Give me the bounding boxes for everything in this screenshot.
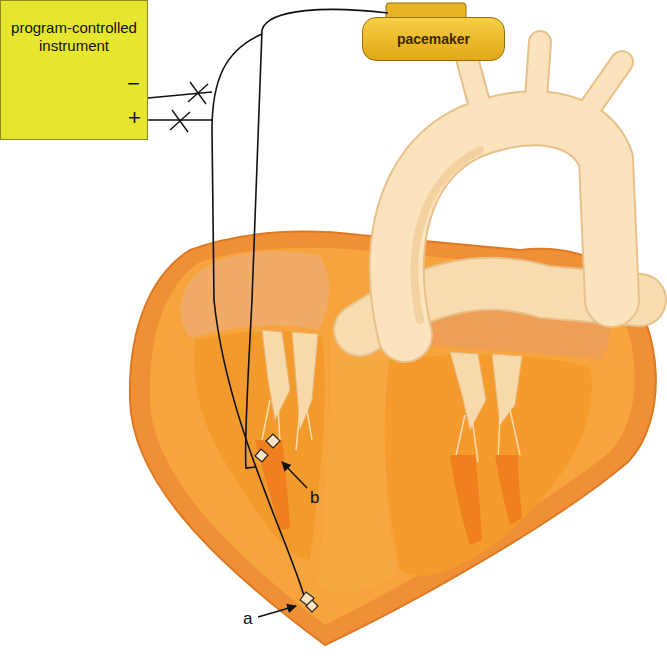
clip-mark bbox=[188, 82, 208, 104]
aorta bbox=[397, 118, 612, 335]
test-wire bbox=[148, 92, 212, 98]
electrode bbox=[255, 434, 318, 612]
septum bbox=[318, 333, 398, 593]
aorta-edge bbox=[397, 118, 612, 335]
clip-mark bbox=[170, 110, 190, 132]
pacemaker-device: pacemaker bbox=[362, 17, 505, 61]
instrument-box: program-controlled instrument bbox=[0, 0, 148, 140]
callout-letter: b bbox=[310, 489, 319, 506]
chordae bbox=[262, 400, 520, 462]
right-ventricle bbox=[194, 331, 325, 560]
terminal-sign: + bbox=[128, 107, 141, 129]
callout-arrow bbox=[258, 606, 296, 617]
left-ventricle bbox=[385, 355, 592, 576]
terminal-sign: − bbox=[127, 73, 140, 95]
node-text: pacemaker bbox=[397, 31, 470, 47]
node-text: program-controlled instrument bbox=[7, 19, 141, 55]
pacing-lead bbox=[212, 34, 304, 596]
right-atrium bbox=[180, 251, 329, 338]
callout-letter: a bbox=[243, 610, 252, 627]
callout-arrow bbox=[282, 462, 307, 488]
aorta-shade bbox=[415, 150, 480, 320]
papillary-muscles bbox=[255, 440, 522, 545]
pacing-lead bbox=[245, 9, 388, 468]
